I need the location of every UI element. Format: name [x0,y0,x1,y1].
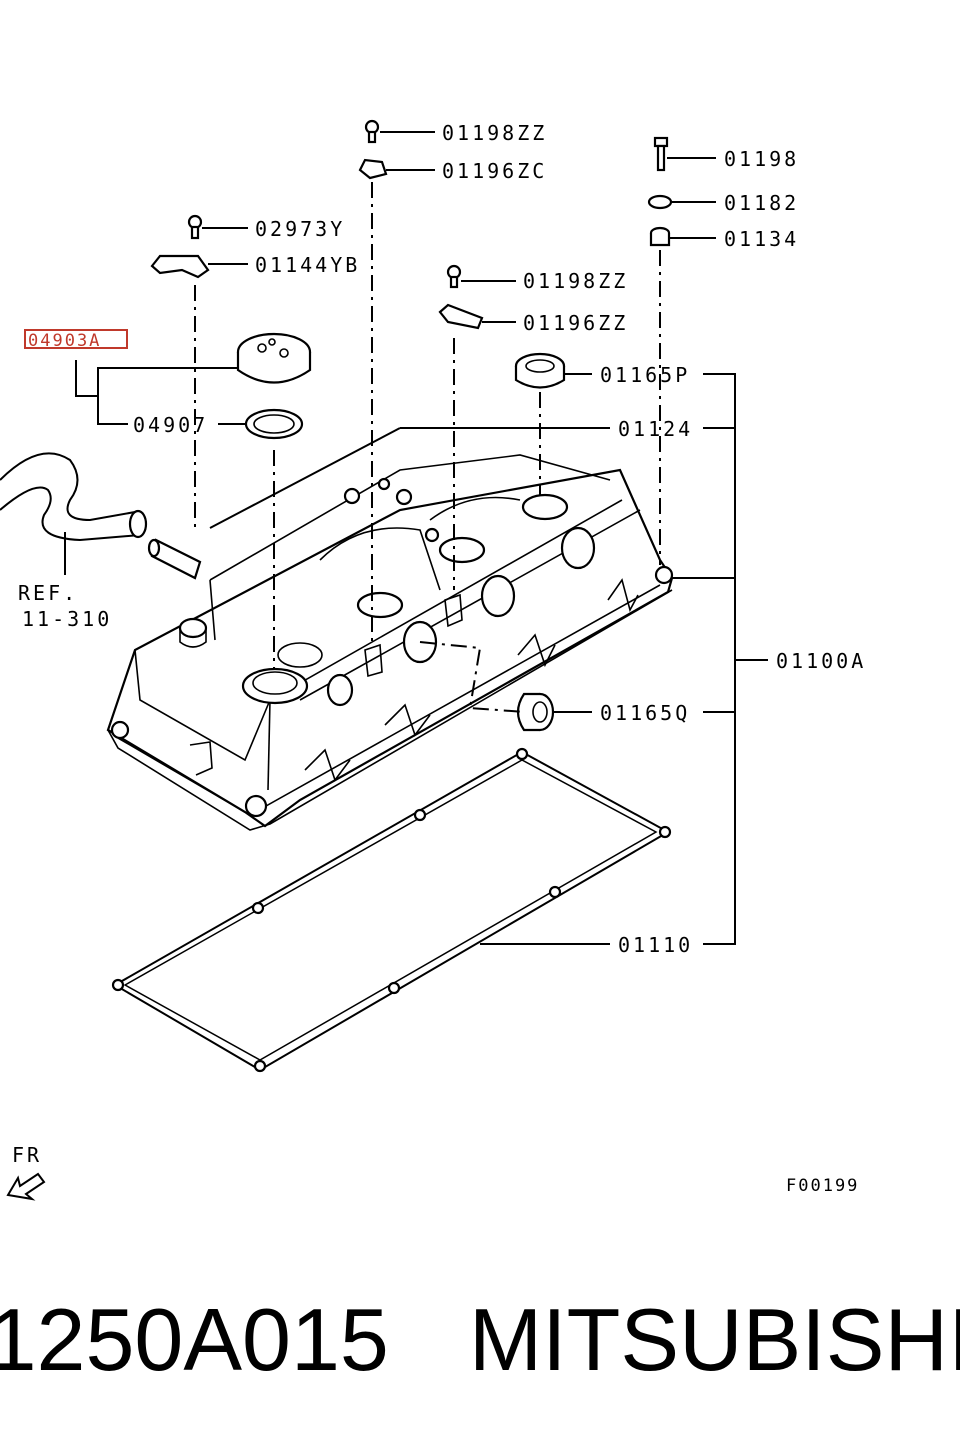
figure-code: F00199 [786,1176,859,1196]
label-fr: FR [12,1143,42,1167]
label-01198ZZ-middle: 01198ZZ [523,269,628,293]
label-01165P: 01165P [600,363,690,387]
label-01100A: 01100A [776,649,866,673]
footer-caption: 1250A015 MITSUBISHI [0,1290,960,1390]
cover-gasket [111,747,672,1073]
breather-hose [0,452,148,575]
label-ref-number: 11-310 [22,607,112,631]
part-number: 1250A015 [0,1290,389,1389]
label-02973Y: 02973Y [255,217,345,241]
leader-lines [75,131,768,945]
label-01144YB: 01144YB [255,253,360,277]
label-ref: REF. [18,581,78,605]
label-01196ZZ: 01196ZZ [523,311,628,335]
label-01165Q: 01165Q [600,701,690,725]
valve-cover [106,454,674,831]
brand-name: MITSUBISHI [468,1290,960,1389]
label-01124: 01124 [618,417,693,441]
label-01182: 01182 [724,191,799,215]
highlighted-part-04903A[interactable]: 04903A [24,329,128,351]
label-01110: 01110 [618,933,693,957]
label-01134: 01134 [724,227,799,251]
front-arrow-icon [6,1172,46,1201]
small-parts [147,119,673,732]
label-01196ZC: 01196ZC [442,159,547,183]
label-01198ZZ-top: 01198ZZ [442,121,547,145]
label-01198: 01198 [724,147,799,171]
label-04903A: 04903A [28,331,101,351]
front-direction-indicator: FR [6,1143,46,1201]
label-04907: 04907 [133,413,208,437]
